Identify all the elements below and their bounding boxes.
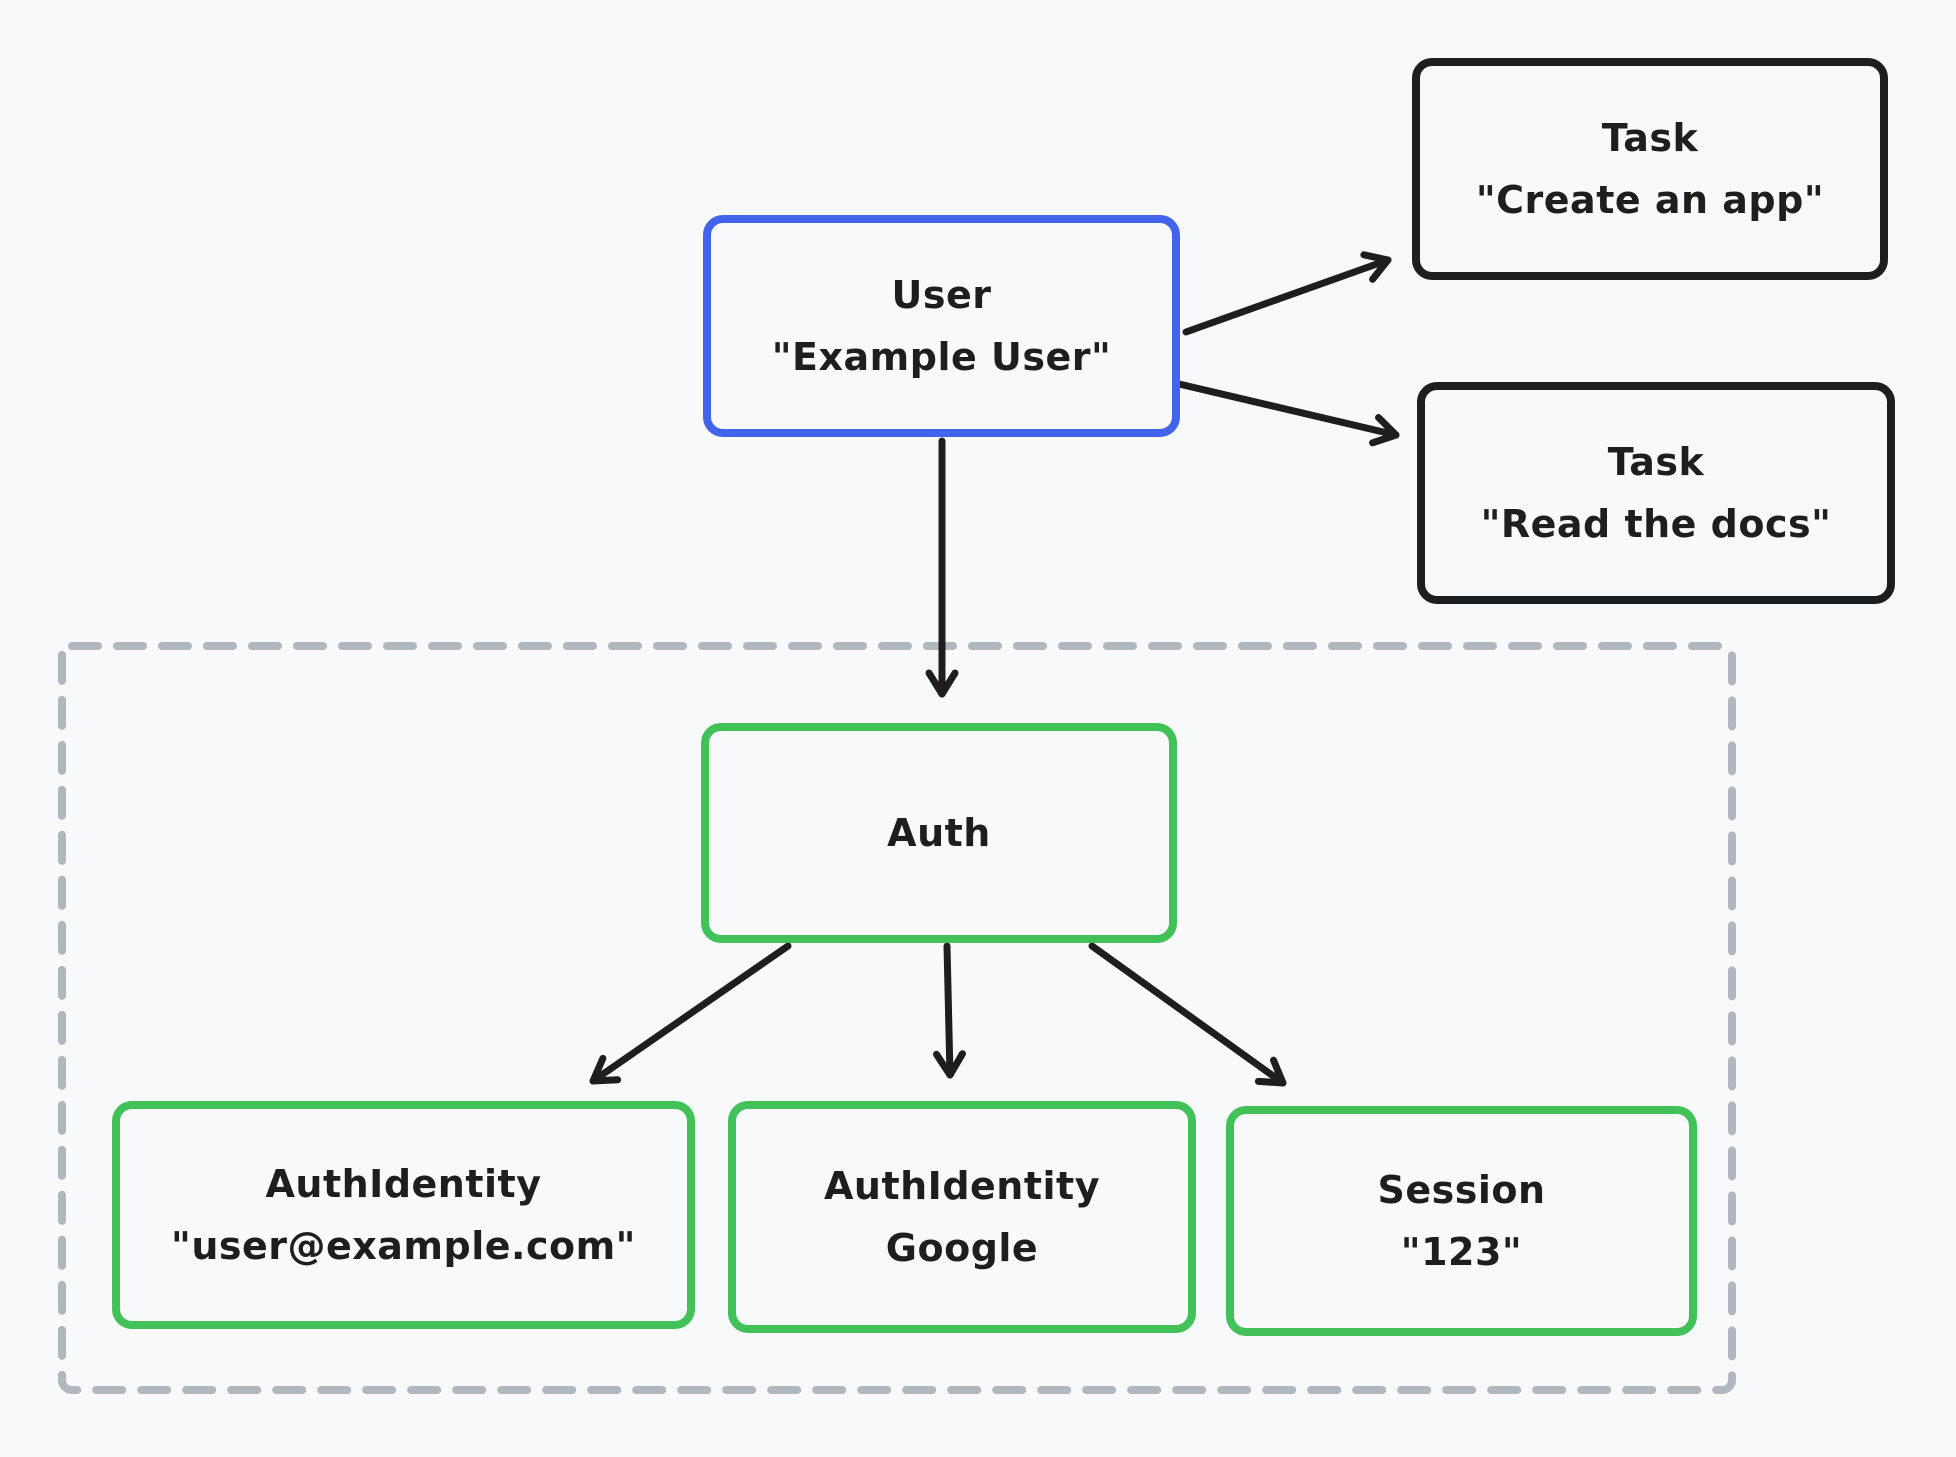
- node-auth-title: Auth: [887, 811, 991, 855]
- node-user: User "Example User": [703, 215, 1180, 437]
- node-session-value: "123": [1400, 1230, 1523, 1274]
- edge-user-to-task-create: [1182, 251, 1392, 336]
- node-task-read-title: Task: [1607, 440, 1705, 484]
- node-auth-identity-google-value: Google: [885, 1226, 1039, 1270]
- node-task-read-the-docs: Task "Read the docs": [1417, 382, 1895, 604]
- node-auth-identity-email-value: "user@example.com": [171, 1224, 636, 1268]
- node-task-create-value: "Create an app": [1475, 178, 1825, 222]
- edge-auth-to-identity-google: [933, 942, 967, 1079]
- node-auth: Auth: [701, 723, 1177, 943]
- node-user-title: User: [891, 273, 992, 317]
- node-session: Session "123": [1226, 1106, 1697, 1336]
- node-auth-identity-google: AuthIdentity Google: [728, 1101, 1196, 1333]
- node-session-title: Session: [1377, 1168, 1546, 1212]
- edge-auth-to-session: [1088, 942, 1287, 1087]
- node-task-create-title: Task: [1601, 116, 1699, 160]
- node-auth-identity-email: AuthIdentity "user@example.com": [112, 1101, 695, 1329]
- node-auth-identity-email-title: AuthIdentity: [265, 1162, 542, 1206]
- node-task-create-an-app: Task "Create an app": [1412, 58, 1888, 280]
- node-user-value: "Example User": [771, 335, 1112, 379]
- edge-user-to-task-read: [1175, 380, 1400, 447]
- node-task-read-value: "Read the docs": [1480, 502, 1832, 546]
- auth-boundary-dashed-box: [58, 642, 1736, 1394]
- node-auth-identity-google-title: AuthIdentity: [824, 1164, 1100, 1208]
- edge-auth-to-identity-email: [589, 942, 792, 1085]
